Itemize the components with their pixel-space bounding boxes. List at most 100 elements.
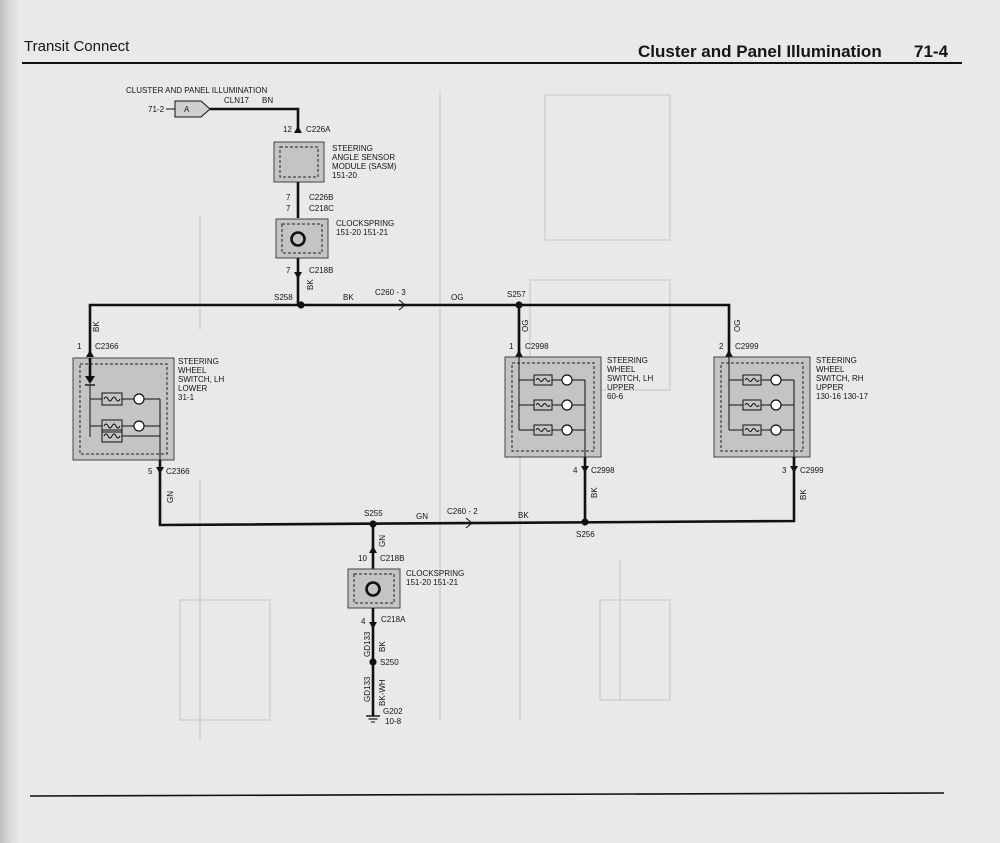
lh-upper-pin-in: 1 bbox=[509, 342, 514, 351]
connector-a-flag bbox=[174, 100, 211, 118]
source-title: CLUSTER AND PANEL ILLUMINATION bbox=[126, 86, 267, 95]
lh-lower-conn-in: C2366 bbox=[95, 342, 119, 351]
clockspring-upper-conn-bottom: C218B bbox=[309, 266, 333, 275]
footer-rule bbox=[29, 792, 945, 797]
clockspring-lower-refs: 151-20 151-21 bbox=[406, 578, 459, 587]
lh-lower-wire-in: BK bbox=[92, 321, 101, 332]
lh-upper-wire-in: OG bbox=[521, 320, 530, 332]
bottom-bus-labels: S255 GN C260 - 2 BK S256 bbox=[364, 507, 595, 539]
clockspring-upper: 7 C218C CLOCKSPRING 151-20 151-21 7 C218… bbox=[275, 204, 394, 290]
rh-upper-name-5: 130-16 130-17 bbox=[816, 392, 869, 401]
ground-id: G202 bbox=[383, 707, 403, 716]
lh-upper-name-3: SWITCH, LH bbox=[607, 374, 653, 383]
source-connector: CLUSTER AND PANEL ILLUMINATION 71-2 A CL… bbox=[126, 86, 273, 118]
lh-upper-pin-out: 4 bbox=[573, 466, 578, 475]
top-bus-connector: C260 - 3 bbox=[375, 288, 406, 297]
lh-upper-conn-in: C2998 bbox=[525, 342, 549, 351]
bottom-bus-color-left: GN bbox=[416, 512, 428, 521]
lh-lower-name-1: STEERING bbox=[178, 357, 219, 366]
lh-lower-wire-out: GN bbox=[166, 491, 175, 503]
clockspring-upper-pin-top: 7 bbox=[286, 204, 291, 213]
wire-cln17 bbox=[210, 107, 300, 133]
lh-upper-conn-out: C2998 bbox=[591, 466, 615, 475]
bottom-bus-connector: C260 - 2 bbox=[447, 507, 478, 516]
clockspring-upper-name: CLOCKSPRING bbox=[336, 219, 394, 228]
lh-upper-wire-out: BK bbox=[590, 487, 599, 498]
rh-upper-name-3: SWITCH, RH bbox=[816, 374, 864, 383]
top-bus-color-left: BK bbox=[343, 293, 354, 302]
lh-upper-name-5: 60-6 bbox=[607, 392, 624, 401]
binding-spine bbox=[0, 0, 18, 843]
lh-lower-pin-in: 1 bbox=[77, 342, 82, 351]
ground-ref: 10-8 bbox=[385, 717, 402, 726]
lh-lower-pin-out: 5 bbox=[148, 467, 153, 476]
sasm-name-line-2: ANGLE SENSOR bbox=[332, 153, 395, 162]
clockspring-coil-icon bbox=[290, 231, 306, 247]
splice-s256 bbox=[581, 518, 589, 526]
lh-lower-name-2: WHEEL bbox=[178, 366, 207, 375]
lh-upper-name-4: UPPER bbox=[607, 383, 635, 392]
source-ref: 71-2 bbox=[148, 105, 165, 114]
header-left-title: Transit Connect bbox=[24, 38, 130, 55]
splice-s250 bbox=[369, 658, 377, 666]
clockspring-lower-coil-icon bbox=[365, 581, 381, 597]
ground-labels: GD133 BK S250 GD133 BK-WH G202 10-8 bbox=[363, 631, 403, 726]
rh-upper-bulbs bbox=[729, 374, 794, 436]
clockspring-lower-pin-bottom: 4 bbox=[361, 617, 366, 626]
switch-lh-lower: BK 1 C2366 bbox=[72, 321, 224, 503]
switch-rh-upper: OG 2 C2999 bbox=[713, 320, 869, 500]
top-bus-labels: S258 BK C260 - 3 OG S257 bbox=[274, 288, 526, 302]
rh-upper-conn-out: C2999 bbox=[800, 466, 824, 475]
rh-upper-wire-in: OG bbox=[733, 320, 742, 332]
clockspring-lower-pin-top: 10 bbox=[358, 554, 367, 563]
switch-lh-upper: OG 1 C2998 bbox=[504, 320, 653, 498]
ground-color-2: BK-WH bbox=[378, 679, 387, 706]
rh-upper-name-1: STEERING bbox=[816, 356, 857, 365]
sasm-conn-top: C226A bbox=[306, 125, 331, 134]
lh-lower-conn-out: C2366 bbox=[166, 467, 190, 476]
lh-upper-bulbs bbox=[519, 374, 585, 436]
rh-upper-pin-in: 2 bbox=[719, 342, 724, 351]
splice-right-label: S257 bbox=[507, 290, 526, 299]
bottom-bus-color-right: BK bbox=[518, 511, 529, 520]
clockspring-upper-conn-top: C218C bbox=[309, 204, 334, 213]
source-wire-color: BN bbox=[262, 96, 273, 105]
sasm-name-line-4: 151-20 bbox=[332, 171, 357, 180]
sasm-conn-bottom: C226B bbox=[309, 193, 333, 202]
lh-upper-name-2: WHEEL bbox=[607, 365, 636, 374]
clockspring-lower-name: CLOCKSPRING bbox=[406, 569, 464, 578]
clockspring-lower-conn-bottom: C218A bbox=[381, 615, 406, 624]
splice-left-label: S258 bbox=[274, 293, 293, 302]
lh-lower-name-4: LOWER bbox=[178, 384, 208, 393]
ground-splice: S250 bbox=[380, 658, 399, 667]
clockspring-lower: GN 10 C218B CLOCKSPRING 151-20 151-21 4 … bbox=[347, 535, 464, 626]
ground-color-1: BK bbox=[378, 641, 387, 652]
rh-upper-pin-out: 3 bbox=[782, 466, 787, 475]
clockspring-upper-wire-color: BK bbox=[306, 279, 315, 290]
sasm-module: 12 C226A STEERING ANGLE SENSOR MODULE (S… bbox=[273, 125, 397, 202]
clockspring-lower-conn-top: C218B bbox=[380, 554, 404, 563]
sasm-name-line-1: STEERING bbox=[332, 144, 373, 153]
bottom-splice-right: S256 bbox=[576, 530, 595, 539]
source-circuit: CLN17 bbox=[224, 96, 249, 105]
clockspring-upper-refs: 151-20 151-21 bbox=[336, 228, 389, 237]
source-connector-letter: A bbox=[184, 105, 190, 114]
rh-upper-name-4: UPPER bbox=[816, 383, 844, 392]
sasm-pin-top: 12 bbox=[283, 125, 292, 134]
lh-lower-name-5: 31-1 bbox=[178, 393, 195, 402]
ground-circuit-1: GD133 bbox=[363, 631, 372, 657]
bottom-bus-arrow bbox=[465, 517, 473, 529]
lh-lower-bulbs bbox=[101, 392, 161, 460]
top-bus-arrow bbox=[398, 299, 406, 311]
sasm-name-line-3: MODULE (SASM) bbox=[332, 162, 397, 171]
splice-s258 bbox=[297, 301, 305, 309]
ground-icon bbox=[366, 715, 380, 723]
diode-icon bbox=[85, 376, 95, 384]
clockspring-lower-wire-top: GN bbox=[378, 535, 387, 547]
sasm-pin-bottom: 7 bbox=[286, 193, 291, 202]
rh-upper-conn-in: C2999 bbox=[735, 342, 759, 351]
lh-upper-name-1: STEERING bbox=[607, 356, 648, 365]
header-page-number: 71-4 bbox=[914, 42, 949, 61]
rh-upper-name-2: WHEEL bbox=[816, 365, 845, 374]
